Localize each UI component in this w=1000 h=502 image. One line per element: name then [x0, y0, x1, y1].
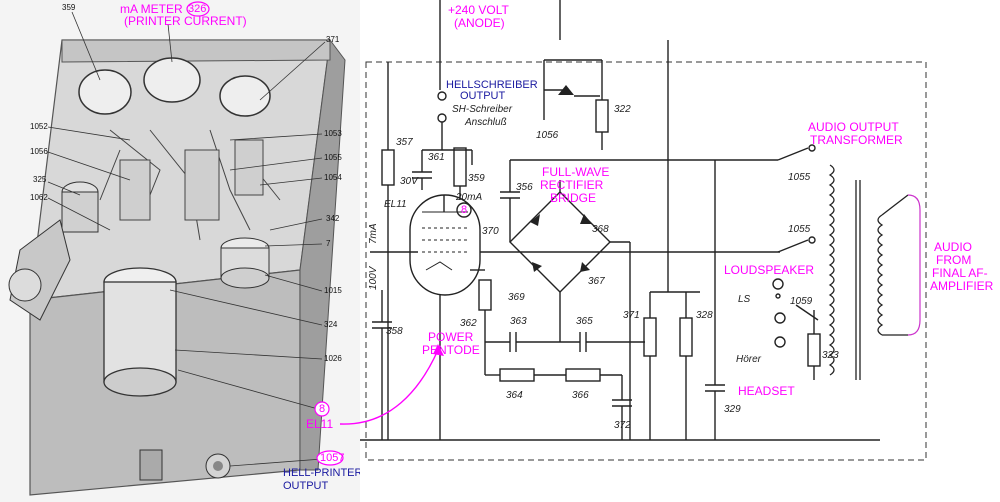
comp-1056: 1056 — [536, 130, 559, 141]
part-1055: 1055 — [324, 153, 342, 162]
comp-322: 322 — [614, 104, 631, 115]
audio-transformer — [828, 164, 909, 380]
comp-357: 357 — [396, 137, 413, 148]
part-1015: 1015 — [324, 286, 342, 295]
comp-365: 365 — [576, 316, 593, 327]
comp-1055a: 1055 — [788, 172, 811, 183]
comp-367: 367 — [588, 276, 605, 287]
comp-359: 359 — [468, 173, 485, 184]
el11-pointer-arrow — [339, 344, 444, 425]
audio-from-label-3: FINAL AF- — [932, 266, 988, 280]
part-1056: 1056 — [30, 147, 48, 156]
comp-328: 328 — [696, 310, 713, 321]
v30-label: 30V — [400, 176, 419, 187]
comp-358: 358 — [386, 326, 403, 337]
audio-from-label-4: AMPLIFIER — [930, 279, 994, 293]
audio-from-label-1: AUDIO — [934, 240, 972, 254]
comp-370: 370 — [482, 226, 499, 237]
hell-printer-label-2: OUTPUT — [283, 480, 329, 492]
audio-from-label-2: FROM — [936, 253, 971, 267]
comp-362: 362 — [460, 318, 477, 329]
ma20-label: 20mA — [455, 192, 482, 203]
ma20-ref-number: 8 — [461, 204, 467, 216]
fwr-label-2: RECTIFIER — [540, 178, 604, 192]
comp-356: 356 — [516, 182, 533, 193]
comp-323: 323 — [822, 350, 839, 361]
ma-meter-label: mA METER — [120, 2, 183, 16]
part-1062: 1062 — [30, 193, 48, 202]
fwr-label-3: BRIDGE — [550, 191, 596, 205]
power-pentode-label-1: POWER — [428, 330, 474, 344]
hell-output-label-2: OUTPUT — [460, 90, 506, 102]
part-1054: 1054 — [324, 173, 342, 182]
enclosure-border — [365, 61, 927, 461]
tube-photo — [220, 237, 270, 289]
volt-label-1: +240 VOLT — [448, 3, 509, 17]
part-324: 324 — [324, 320, 338, 329]
part-371: 371 — [326, 35, 340, 44]
schematic-diagram: +240 VOLT (ANODE) HELLSCHREIBER OUTPUT S… — [360, 0, 1000, 502]
anschluss-label: Anschluß — [464, 117, 507, 128]
comp-329: 329 — [724, 404, 741, 415]
audio-xfmr-label-2: TRANSFORMER — [810, 133, 903, 147]
switch-1056 — [543, 59, 609, 150]
el11-photo-label: EL11 — [306, 417, 333, 431]
v100-label: 100V — [368, 265, 379, 290]
switches-1055 — [715, 144, 816, 253]
comp-361: 361 — [428, 152, 445, 163]
hellschreiber-terminals — [437, 91, 447, 150]
part-1052: 1052 — [30, 122, 48, 131]
comp-372: 372 — [614, 420, 631, 431]
hell-ref-number: 1057 — [320, 452, 344, 464]
speaker-headset-terminals — [772, 278, 821, 380]
el11-tube-photo — [103, 267, 177, 397]
ma-meter-photo — [78, 57, 271, 117]
comp-1059: 1059 — [790, 296, 813, 307]
connector-cylinder-photo — [8, 181, 99, 321]
part-1026: 1026 — [324, 354, 342, 363]
el11-schem-label: EL11 — [384, 199, 407, 210]
comp-1055b: 1055 — [788, 224, 811, 235]
comp-371: 371 — [623, 310, 640, 321]
comp-366: 366 — [572, 390, 589, 401]
audio-xfmr-label-1: AUDIO OUTPUT — [808, 120, 899, 134]
part-1053: 1053 — [324, 129, 342, 138]
hell-output-label-1: HELLSCHREIBER — [446, 79, 538, 91]
ls-label: LS — [738, 294, 751, 305]
ma7-label: 7mA — [368, 223, 379, 244]
comp-364: 364 — [506, 390, 523, 401]
equipment-photo: 359 371 1052 1053 1056 1055 325 1054 106… — [0, 0, 360, 502]
comp-368: 368 — [592, 224, 609, 235]
printer-current-label: (PRINTER CURRENT) — [124, 14, 247, 28]
el11-ref-number: 8 — [319, 403, 325, 415]
hell-printer-label-1: HELL-PRINTER — [283, 467, 360, 479]
part-342: 342 — [326, 214, 340, 223]
part-359: 359 — [62, 3, 76, 12]
fwr-label-1: FULL-WAVE — [542, 165, 609, 179]
part-325: 325 — [33, 175, 47, 184]
volt-label-2: (ANODE) — [454, 16, 505, 30]
ma-meter-number: 326 — [188, 3, 206, 15]
el11-tube-symbol — [409, 194, 481, 296]
comp-363: 363 — [510, 316, 527, 327]
hell-printer-socket-photo — [139, 449, 231, 481]
hoerer-label: Hörer — [736, 354, 762, 365]
comp-369: 369 — [508, 292, 525, 303]
sh-schreiber-label: SH-Schreiber — [452, 104, 513, 115]
loudspeaker-label: LOUDSPEAKER — [724, 263, 814, 277]
part-7: 7 — [326, 239, 331, 248]
headset-label: HEADSET — [738, 384, 795, 398]
